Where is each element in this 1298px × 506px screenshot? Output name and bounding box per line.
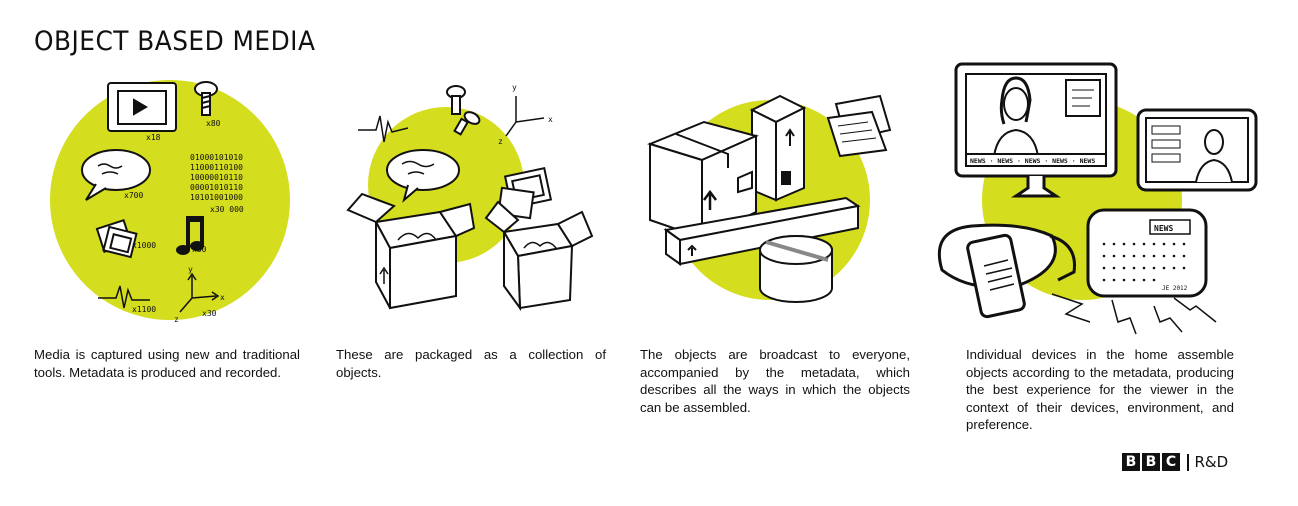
- long-box: [663, 196, 861, 266]
- packaging-illustration: y x z: [346, 83, 594, 312]
- photos-icon: [95, 219, 138, 259]
- caption-packaging: These are packaged as a collection of ob…: [336, 347, 606, 380]
- screw-icon: [446, 85, 481, 136]
- speech-bubble-icon: [386, 149, 460, 203]
- axis-z-label: z: [174, 315, 179, 324]
- label-screw-count: x80: [206, 119, 221, 128]
- capture-illustration: 01000101010 11000110100 10000010110 0000…: [50, 80, 290, 324]
- label-axes-count: x30: [202, 309, 217, 318]
- round-box: [759, 235, 833, 303]
- label-wave-count: x1100: [132, 305, 156, 314]
- caption-capture: Media is captured using new and traditio…: [34, 347, 300, 380]
- logo-letter: B: [1122, 453, 1140, 471]
- tall-box: [749, 94, 807, 202]
- caption-broadcast: The objects are broadcast to everyone, a…: [640, 347, 910, 415]
- axis-x-label: x: [220, 293, 225, 302]
- metadata-document-icon: [826, 94, 892, 158]
- music-note-icon: [176, 216, 204, 255]
- open-box-left: [346, 192, 476, 310]
- waveform-icon: [358, 115, 409, 143]
- axis-y-label: y: [188, 265, 193, 274]
- radio-news-label: NEWS: [1154, 224, 1173, 233]
- video-icon: [107, 82, 177, 132]
- axes-icon: [505, 96, 545, 137]
- artist-signature: JE 2012: [1162, 285, 1188, 292]
- waveform-icon: [98, 285, 150, 309]
- news-ticker: NEWS · NEWS · NEWS · NEWS · NEWS: [970, 157, 1095, 165]
- label-photos-count: x1000: [132, 241, 156, 250]
- radio-speaker: [1086, 208, 1208, 298]
- axis-x-label: x: [548, 115, 553, 124]
- label-binary-count: x30 000: [210, 205, 244, 214]
- bbc-rd-logo: B B C R&D: [1122, 452, 1228, 472]
- logo-divider: [1187, 453, 1189, 471]
- axis-y-label: y: [512, 83, 517, 92]
- speech-bubble-icon: [81, 149, 151, 201]
- label-speech-count: x700: [124, 191, 143, 200]
- television: [954, 62, 1118, 198]
- large-box: [647, 120, 759, 240]
- accent-circle: [50, 80, 290, 320]
- screw-icon: [194, 81, 218, 116]
- tablet: [1136, 108, 1258, 192]
- axes-icon: [179, 272, 220, 313]
- page-title: OBJECT BASED MEDIA: [34, 26, 316, 57]
- devices-illustration: NEWS · NEWS · NEWS · NEWS · NEWS NEWS JE…: [937, 62, 1258, 335]
- axis-z-label: z: [498, 137, 503, 146]
- speaker-grille: [1102, 242, 1186, 282]
- svg-text:10000010110: 10000010110: [190, 173, 243, 182]
- panel-devices: NEWS · NEWS · NEWS · NEWS · NEWS NEWS JE…: [932, 60, 1258, 340]
- svg-text:00001010110: 00001010110: [190, 183, 243, 192]
- panel-broadcast: [640, 60, 930, 340]
- broadcast-illustration: [647, 94, 892, 303]
- signal-lines: [1051, 293, 1217, 335]
- label-note-count: x50: [192, 245, 207, 254]
- panel-packaging: y x z: [338, 60, 628, 340]
- logo-letter: C: [1162, 453, 1180, 471]
- svg-text:10101001000: 10101001000: [190, 193, 243, 202]
- panel-capture: 01000101010 11000110100 10000010110 0000…: [40, 60, 330, 340]
- logo-suffix: R&D: [1194, 453, 1229, 471]
- label-video-count: x18: [146, 133, 161, 142]
- smartphone: [966, 233, 1026, 319]
- caption-devices: Individual devices in the home assemble …: [966, 347, 1234, 432]
- svg-text:11000110100: 11000110100: [190, 163, 243, 172]
- svg-text:01000101010: 01000101010: [190, 153, 243, 162]
- logo-letter: B: [1142, 453, 1160, 471]
- binary-data-icon: 01000101010 11000110100 10000010110 0000…: [190, 153, 243, 202]
- open-box-right: [484, 167, 594, 312]
